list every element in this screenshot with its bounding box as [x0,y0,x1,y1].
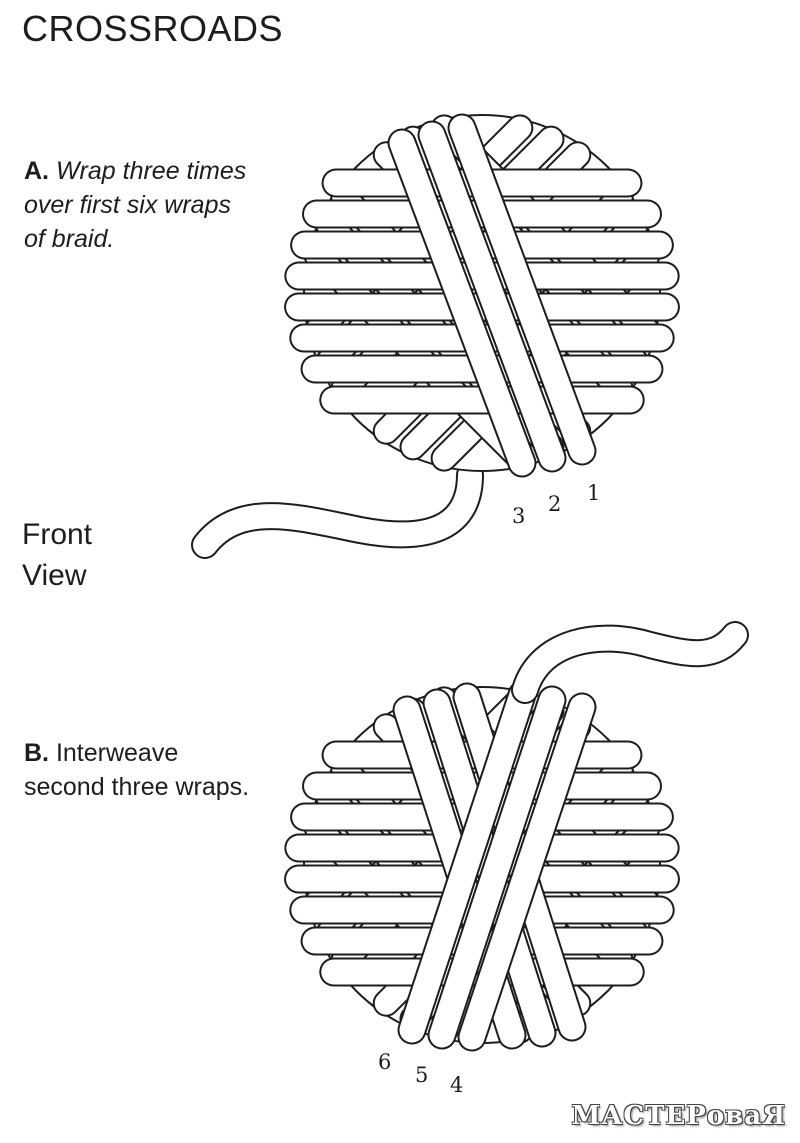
watermark-logo: МАСТЕРоваЯ [571,1101,786,1131]
step-a-text: Wrap three times over first six wraps of… [24,157,247,253]
wrap-number-2: 2 [548,492,562,516]
b-crossing-wrap-fill [429,687,565,1048]
a-crossing-wrap-fill [449,115,595,464]
wrap-number-4: 4 [450,1073,464,1097]
page-title: CROSSROADS [22,8,284,49]
step-b-caption: B. Interweave second three wraps. [24,736,254,804]
step-b-text: Interweave second three wraps. [24,739,250,801]
crossing-wraps-b [392,680,597,1052]
step-b-letter: B. [24,739,49,767]
front-view-label: Front View [22,518,93,592]
wrap-number-1: 1 [587,481,601,505]
b-crossing-wrap-fill [459,694,595,1050]
step-a-caption: A. Wrap three times over first six wraps… [24,154,254,256]
wrap-number-5: 5 [415,1063,429,1087]
crossing-wraps-a [387,113,597,478]
step-a-letter: A. [24,157,49,185]
a-crossing-wrap-fill [389,130,535,476]
wrap-number-6: 6 [378,1050,392,1074]
wrap-number-3: 3 [512,504,526,528]
b-crossing-wrap-fill [399,682,535,1043]
a-crossing-wrap-fill [419,122,565,471]
